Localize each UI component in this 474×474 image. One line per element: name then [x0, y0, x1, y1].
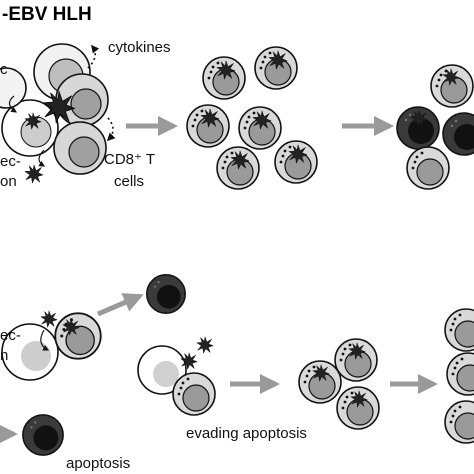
label-apoptosis: apoptosis	[66, 455, 130, 472]
infection-arrow	[38, 149, 46, 167]
label-cytokines: cytokines	[108, 39, 171, 56]
cell-nucleus	[153, 361, 179, 387]
label-infection-bottom-line1: ec-	[0, 327, 21, 344]
expanded-tcell-group	[186, 46, 318, 190]
cluster-cell-right	[55, 73, 109, 127]
label-evading-apoptosis: evading apoptosis	[186, 425, 307, 442]
infection-arrow	[40, 329, 50, 351]
bottom-infection-cluster	[1, 310, 102, 381]
cd8-tcell	[336, 386, 380, 430]
virus-icon	[24, 164, 44, 184]
apoptotic-cell	[22, 414, 64, 456]
flow-arrow	[97, 293, 144, 317]
top-outcome-group	[396, 64, 474, 190]
bottom-right-edge-group	[444, 308, 474, 444]
virus-icon	[40, 310, 58, 328]
apoptotic-cell	[146, 274, 186, 314]
cluster-cell-bottom	[53, 121, 107, 175]
apoptotic-cell	[396, 106, 440, 150]
label-partial: c	[0, 61, 8, 78]
diagram-title: -EBV HLH	[2, 4, 92, 25]
label-infection-line1: ec-	[0, 153, 21, 170]
cluster-cell-left	[1, 99, 59, 157]
cd8-tcell	[446, 352, 474, 396]
cell-nucleus	[21, 341, 51, 371]
top-activation-cluster	[0, 43, 116, 184]
cd8-tcell	[54, 312, 102, 360]
virus-icon	[196, 336, 214, 354]
label-infection-bottom-line2: n	[0, 347, 8, 364]
cd8-tcell	[406, 146, 450, 190]
label-cd8-line2: cells	[114, 173, 144, 190]
cd8-tcell	[444, 308, 474, 352]
cytokine-arrow	[106, 117, 116, 142]
infection-arrow	[8, 95, 17, 113]
cd8-tcell	[444, 400, 474, 444]
cd8-tcell	[172, 372, 216, 416]
cd8-tcell	[298, 360, 342, 404]
bottom-mid-cluster	[137, 336, 216, 416]
label-cd8-line1: CD8⁺ T	[104, 151, 155, 168]
label-infection-line2: on	[0, 173, 17, 190]
cluster-cell-edge	[0, 67, 27, 109]
apoptotic-cell	[442, 112, 474, 156]
cd8-tcell	[334, 338, 378, 382]
bottom-expanded-group	[298, 338, 380, 430]
